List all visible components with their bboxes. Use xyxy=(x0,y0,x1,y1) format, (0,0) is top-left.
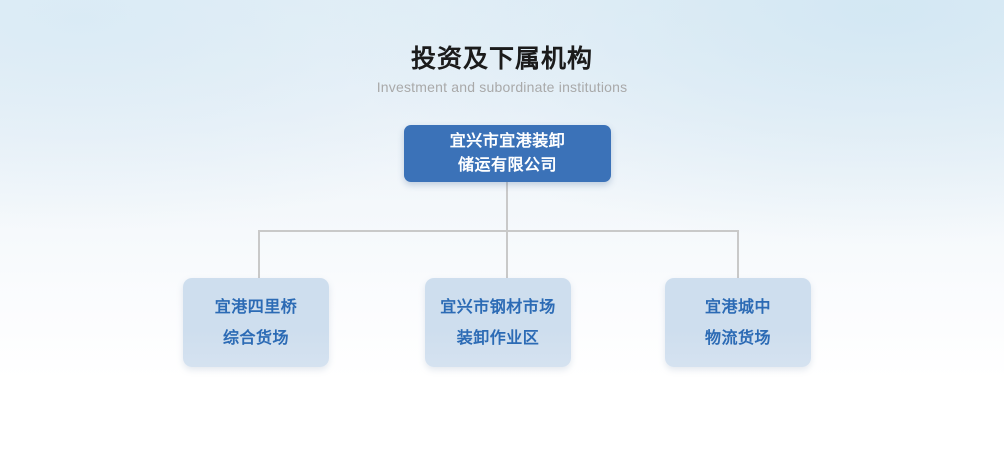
org-node-child-3[interactable]: 宜港城中 物流货场 xyxy=(665,278,811,367)
page-subtitle: Investment and subordinate institutions xyxy=(376,79,628,95)
org-node-child-1-line-1: 宜港四里桥 xyxy=(214,298,298,316)
page-title: 投资及下属机构 xyxy=(410,45,593,73)
connector-drop-child-3 xyxy=(737,230,739,279)
chart-heading: 投资及下属机构 Investment and subordinate insti… xyxy=(0,44,1004,96)
org-node-child-1-line-2: 综合货场 xyxy=(222,329,289,347)
org-node-child-3-line-1: 宜港城中 xyxy=(704,298,771,316)
org-node-child-1[interactable]: 宜港四里桥 综合货场 xyxy=(183,278,329,367)
org-node-child-2-line-1: 宜兴市钢材市场 xyxy=(440,298,556,316)
org-node-root[interactable]: 宜兴市宜港装卸 储运有限公司 xyxy=(404,125,611,182)
org-node-child-2-line-2: 装卸作业区 xyxy=(456,329,540,347)
connector-drop-child-1 xyxy=(258,230,260,279)
connector-drop-child-2 xyxy=(506,230,508,279)
org-node-root-line-2: 储运有限公司 xyxy=(457,156,557,174)
org-node-root-line-1: 宜兴市宜港装卸 xyxy=(449,132,566,150)
connector-root-trunk xyxy=(506,181,508,232)
org-node-child-3-line-2: 物流货场 xyxy=(704,329,771,347)
connector-horizontal-bar xyxy=(258,230,739,232)
org-node-child-2[interactable]: 宜兴市钢材市场 装卸作业区 xyxy=(425,278,571,367)
